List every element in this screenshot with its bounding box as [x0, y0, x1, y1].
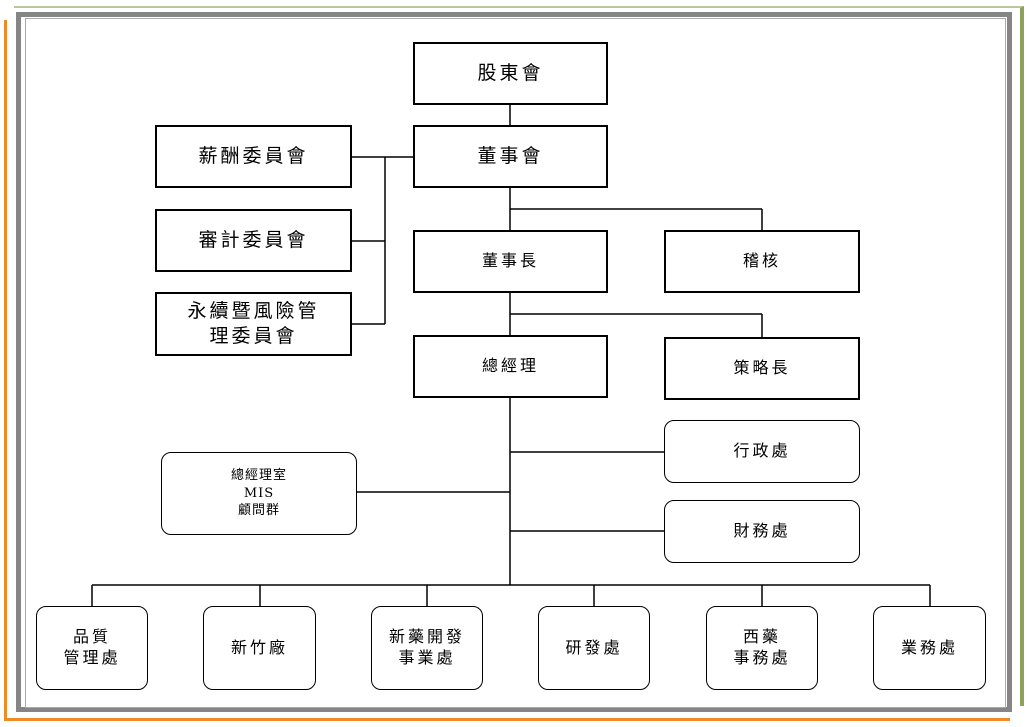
outer-frame-gray: [16, 12, 1012, 712]
node-admin-dept: 行政處: [664, 420, 860, 483]
node-board: 董事會: [413, 125, 608, 188]
node-sustainability-committee: 永續暨風險管 理委員會: [155, 292, 352, 356]
node-hsinchu-plant-label: 新竹廠: [230, 637, 288, 657]
node-audit-label: 稽核: [742, 251, 781, 271]
node-western-medicine-dept: 西藥 事務處: [706, 606, 818, 690]
node-western-medicine-dept-label: 西藥 事務處: [733, 627, 791, 667]
node-audit-committee: 審計委員會: [155, 209, 352, 272]
node-board-label: 董事會: [477, 145, 544, 168]
node-finance-dept-label: 財務處: [733, 521, 791, 541]
node-remuneration-committee-label: 薪酬委員會: [198, 145, 309, 168]
node-hsinchu-plant: 新竹廠: [203, 606, 316, 690]
node-chairman-label: 董事長: [481, 251, 539, 271]
node-sustainability-committee-label: 永續暨風險管 理委員會: [187, 300, 320, 347]
node-shareholders: 股東會: [413, 42, 608, 105]
node-chairman: 董事長: [413, 230, 608, 293]
node-sales-dept-label: 業務處: [900, 637, 958, 657]
outer-frame-orange: [4, 20, 1010, 721]
node-qa-dept: 品質 管理處: [36, 606, 148, 690]
node-rd-dept-label: 研發處: [565, 637, 623, 657]
node-president: 總經理: [413, 335, 608, 398]
node-new-drug-bu: 新藥開發 事業處: [371, 606, 483, 690]
node-cso-label: 策略長: [733, 358, 791, 378]
node-president-office: 總經理室 MIS 顧問群: [161, 452, 357, 535]
node-finance-dept: 財務處: [664, 500, 860, 563]
node-qa-dept-label: 品質 管理處: [63, 627, 121, 667]
node-rd-dept: 研發處: [538, 606, 650, 690]
node-remuneration-committee: 薪酬委員會: [155, 125, 352, 188]
inner-frame: [25, 18, 1006, 708]
node-sales-dept: 業務處: [873, 606, 986, 690]
node-audit-committee-label: 審計委員會: [198, 229, 309, 252]
node-admin-dept-label: 行政處: [733, 441, 791, 461]
node-cso: 策略長: [664, 337, 860, 400]
node-shareholders-label: 股東會: [477, 62, 544, 85]
outer-frame-green: [14, 6, 1024, 706]
node-new-drug-bu-label: 新藥開發 事業處: [388, 627, 465, 667]
node-president-label: 總經理: [481, 356, 539, 376]
node-audit: 稽核: [664, 230, 860, 293]
node-president-office-label: 總經理室 MIS 顧問群: [230, 468, 287, 519]
